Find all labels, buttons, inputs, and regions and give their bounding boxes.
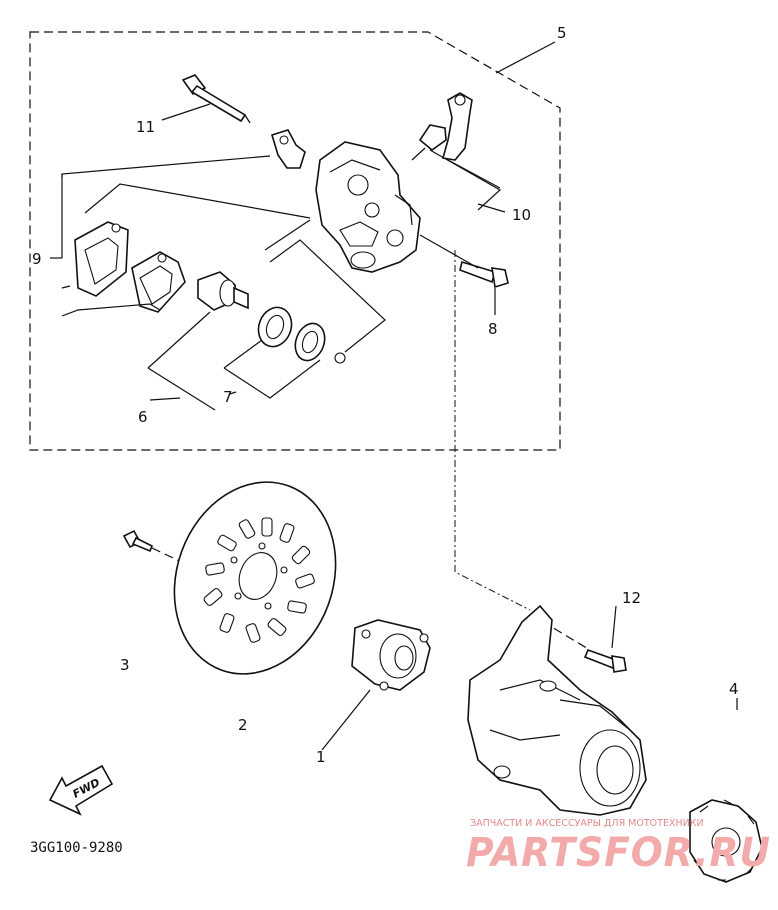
watermark-brand: PARTSFOR.RU — [466, 830, 771, 876]
part-4-caliper-bracket — [467, 604, 647, 816]
callout-4: 4 — [729, 680, 739, 698]
caliper-axis-line — [454, 250, 531, 611]
watermark-tagline: ЗАПЧАСТИ И АКСЕССУАРЫ ДЛЯ МОТОТЕХНИКИ — [470, 818, 704, 829]
part-axle-nut — [689, 799, 763, 883]
callout-10: 10 — [512, 206, 531, 224]
part-7-seals — [257, 306, 346, 364]
grouping-lines — [61, 149, 502, 411]
callout-11: 11 — [136, 118, 155, 136]
callout-5: 5 — [557, 24, 567, 42]
caliper-body — [315, 141, 421, 273]
diagram-code: 3GG100-9280 — [30, 840, 123, 856]
part-8-bolt — [459, 260, 509, 289]
part-12-bolt — [529, 613, 627, 673]
fwd-arrow-icon: FWD — [48, 764, 114, 816]
part-6-piston — [197, 271, 249, 311]
part-9-brake-pads — [74, 221, 186, 313]
callout-9: 9 — [32, 250, 42, 268]
callout-1: 1 — [316, 748, 326, 766]
caliper-assembly-boundary — [29, 31, 561, 451]
part-1-hub-flange — [351, 619, 431, 691]
part-11-pin-bolt — [181, 74, 251, 124]
callout-3: 3 — [120, 656, 130, 674]
part-3-disc-bolt — [122, 529, 191, 567]
callout-12: 12 — [622, 589, 641, 607]
callout-2: 2 — [238, 716, 248, 734]
part-10-bracket-bleed — [411, 92, 473, 161]
leader-lines — [50, 41, 738, 751]
callout-6: 6 — [138, 408, 148, 426]
callout-7: 7 — [223, 388, 233, 406]
part-2-brake-disc — [173, 481, 337, 675]
callout-8: 8 — [488, 320, 498, 338]
part-bushing-cap — [271, 129, 306, 169]
watermark: ЗАПЧАСТИ И АКСЕССУАРЫ ДЛЯ МОТОТЕХНИКИ PA… — [466, 818, 771, 876]
